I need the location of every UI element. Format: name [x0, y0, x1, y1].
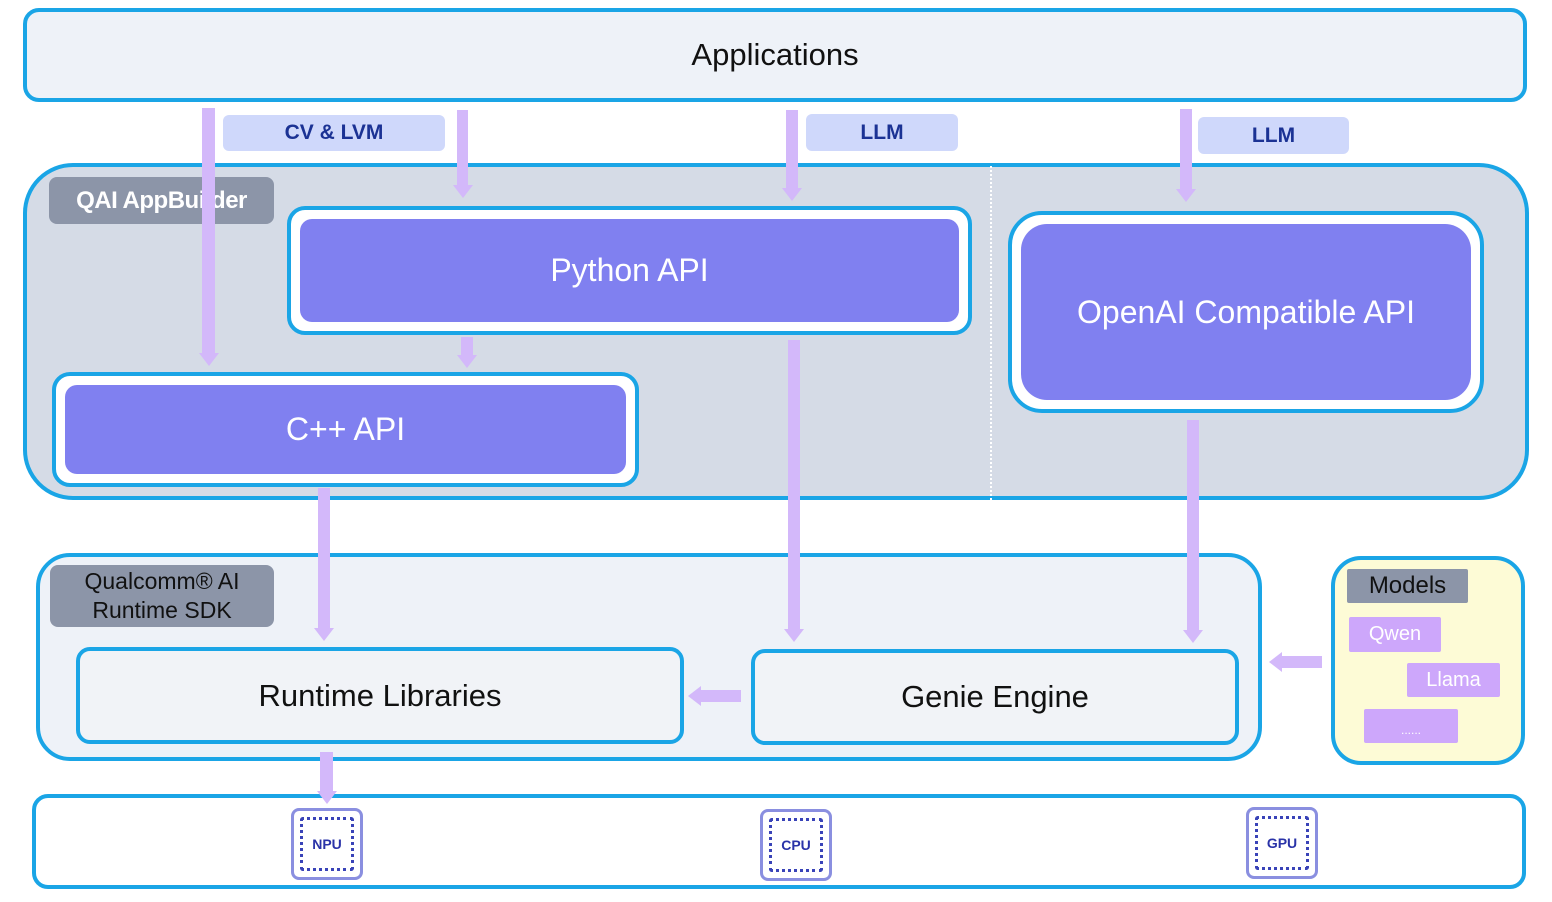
cpu-chip-label: CPU [769, 818, 823, 872]
gpu-chip-label: GPU [1255, 816, 1309, 870]
arrow-python-to-genie [788, 340, 800, 630]
applications-layer: Applications [23, 8, 1527, 102]
model-chip-qwen: Qwen [1349, 617, 1441, 652]
arrow-apps-to-python [457, 110, 468, 186]
python-api-label: Python API [300, 219, 959, 322]
arrow-python-to-cpp [461, 337, 473, 356]
cv-lvm-tag: CV & LVM [223, 115, 445, 151]
model-chip-llama: Llama [1407, 663, 1500, 697]
llm-tag-openai: LLM [1198, 117, 1349, 154]
models-label: Models [1347, 569, 1468, 603]
runtime-sdk-label-line1: Qualcomm® AI [84, 568, 240, 594]
cpp-api-label: C++ API [65, 385, 626, 474]
arrow-apps-to-cpp [202, 108, 215, 354]
genie-engine-box: Genie Engine [751, 649, 1239, 745]
arrow-apps-to-python-llm [786, 110, 798, 189]
gpu-chip-icon: GPU [1246, 807, 1318, 879]
cpp-api-box: C++ API [52, 372, 639, 487]
arrow-runtime-to-npu [320, 752, 333, 792]
applications-label: Applications [691, 37, 859, 72]
llm-tag-python: LLM [806, 114, 958, 151]
npu-chip-label: NPU [300, 817, 354, 871]
genie-engine-label: Genie Engine [901, 679, 1089, 714]
runtime-libraries-label: Runtime Libraries [258, 677, 502, 713]
python-api-box: Python API [287, 206, 972, 335]
arrow-cpp-to-runtime [318, 488, 330, 629]
arrow-apps-to-openai [1180, 109, 1192, 190]
runtime-sdk-label: Qualcomm® AI Runtime SDK [50, 565, 274, 627]
arrow-models-to-genie [1282, 656, 1322, 668]
npu-chip-icon: NPU [291, 808, 363, 880]
appbuilder-label: QAI AppBuilder [49, 177, 274, 224]
runtime-libraries-box: Runtime Libraries [76, 647, 684, 744]
cpu-chip-icon: CPU [760, 809, 832, 881]
arrow-genie-to-runtime [701, 690, 741, 702]
openai-api-box: OpenAI Compatible API [1008, 211, 1484, 413]
arrow-openai-to-genie [1187, 420, 1199, 631]
runtime-sdk-label-line2: Runtime SDK [92, 597, 232, 623]
model-chip-more: ...... [1364, 709, 1458, 743]
openai-api-label: OpenAI Compatible API [1021, 224, 1471, 400]
appbuilder-divider [990, 166, 992, 500]
